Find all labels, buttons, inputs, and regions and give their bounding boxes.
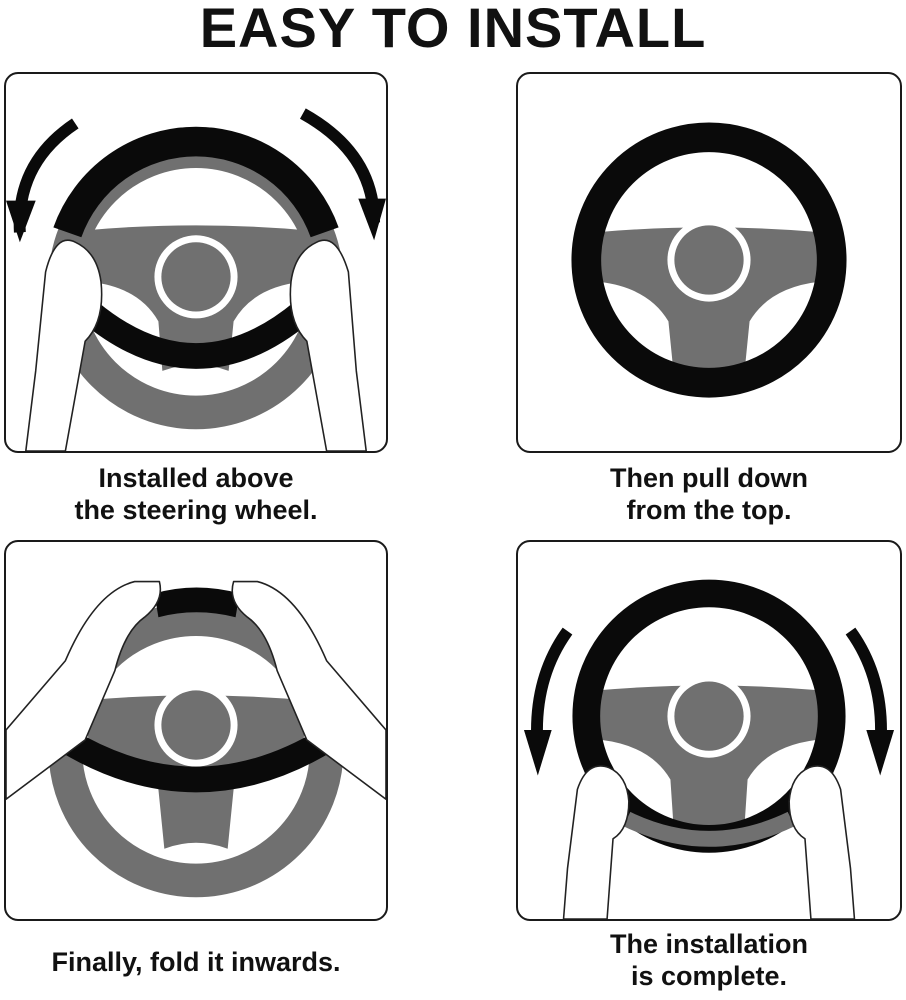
step-1-panel bbox=[4, 72, 388, 453]
steering-wheel-covered-illustration bbox=[571, 122, 847, 398]
steering-wheel-complete-illustration bbox=[523, 579, 895, 919]
step-3-panel bbox=[4, 540, 388, 921]
step-3-caption: Finally, fold it inwards. bbox=[51, 947, 341, 977]
step-2-caption: Then pull down from the top. bbox=[610, 463, 808, 525]
step-2-panel bbox=[516, 72, 902, 453]
steering-wheel-fold-illustration bbox=[6, 580, 386, 898]
step-4-caption: The installation is complete. bbox=[609, 929, 809, 991]
step-4-panel bbox=[516, 540, 902, 921]
steering-wheel-top-illustration bbox=[6, 108, 386, 451]
step-1-caption: Installed above the steering wheel. bbox=[74, 463, 318, 525]
page-title: EASY TO INSTALL bbox=[199, 0, 707, 59]
